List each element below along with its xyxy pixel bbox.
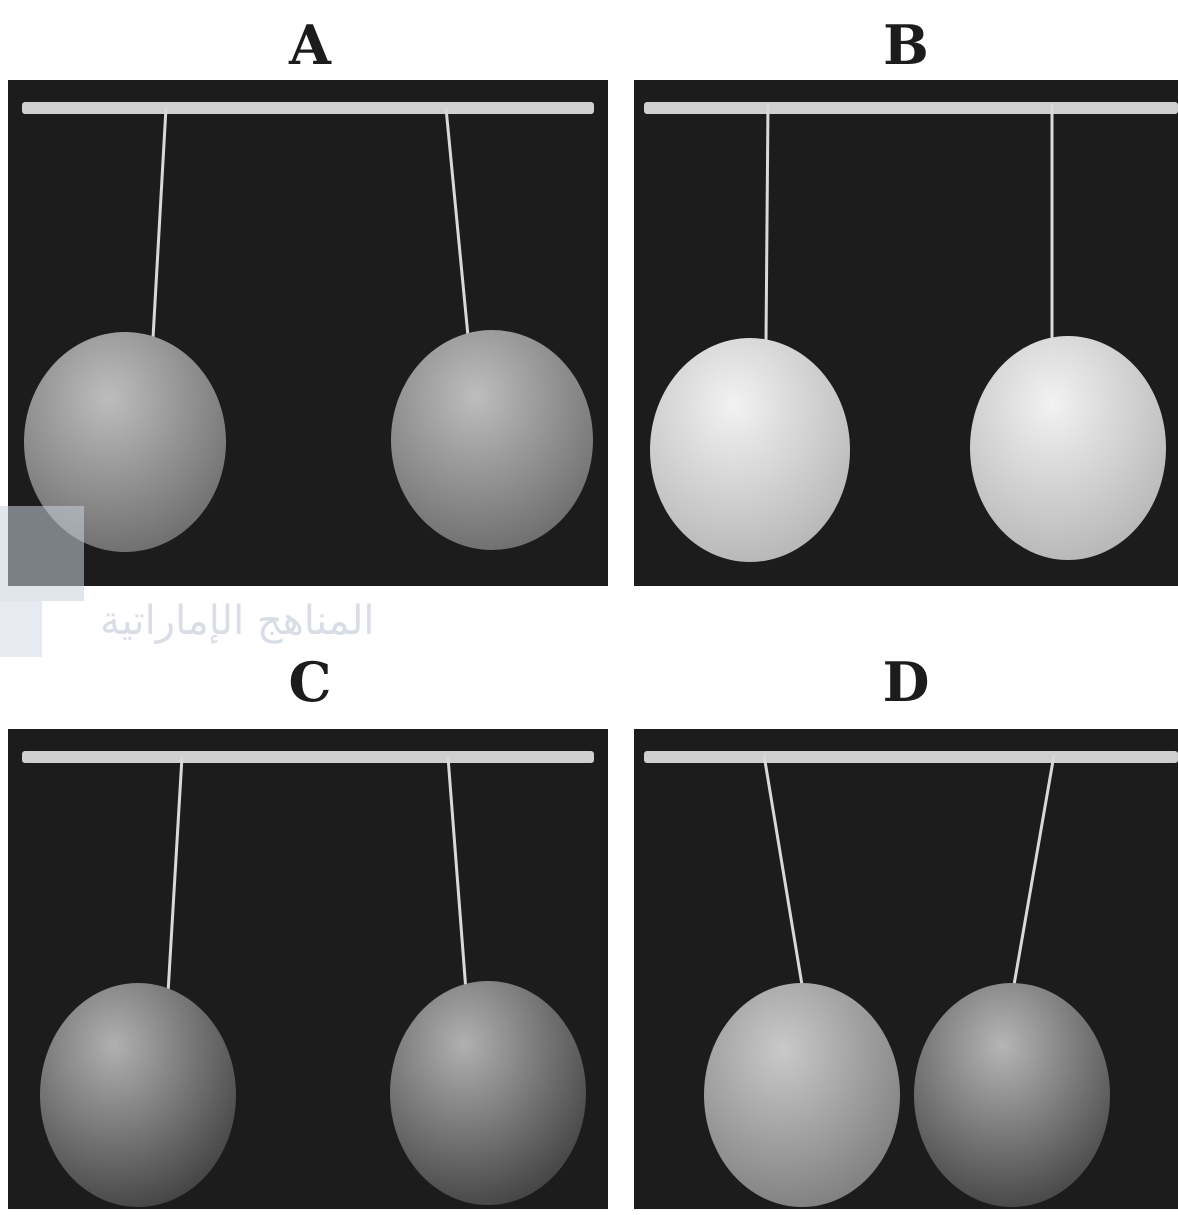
panel-d-drawing <box>644 751 1178 1207</box>
sphere-left <box>704 983 900 1207</box>
support-rod <box>22 751 594 763</box>
watermark-block <box>0 506 84 601</box>
sphere-right <box>391 330 593 550</box>
panel-label-c: C <box>288 650 332 714</box>
watermark-text: المناهج الإماراتية <box>100 598 375 644</box>
string-left <box>764 103 770 343</box>
string-left <box>166 756 184 994</box>
sphere-left <box>650 338 850 562</box>
watermark-block-lower <box>0 601 42 657</box>
string-right <box>1012 754 1056 986</box>
panel-c <box>8 729 608 1209</box>
sphere-left <box>24 332 226 552</box>
sphere-right <box>390 981 586 1205</box>
panel-label-a: A <box>289 13 331 77</box>
panel-c-drawing <box>22 751 594 1207</box>
panel-a-drawing <box>22 102 594 552</box>
sphere-right <box>970 336 1166 560</box>
string-right <box>446 756 468 992</box>
support-rod <box>644 102 1178 114</box>
string-right <box>444 107 470 337</box>
panel-d <box>634 729 1178 1209</box>
panel-b-drawing <box>644 102 1178 562</box>
panel-label-b: B <box>883 13 929 77</box>
panel-a <box>8 80 608 586</box>
string-left <box>762 754 804 986</box>
panel-label-d: D <box>882 650 930 714</box>
support-rod <box>22 102 594 114</box>
panel-b <box>634 80 1178 586</box>
sphere-left <box>40 983 236 1207</box>
string-left <box>151 107 168 339</box>
sphere-right <box>914 983 1110 1207</box>
support-rod <box>644 751 1178 763</box>
